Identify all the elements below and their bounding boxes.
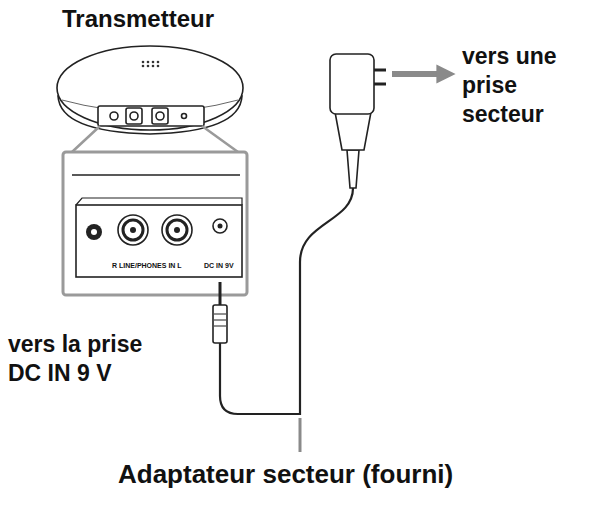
jack-label: R LINE/PHONES IN L: [112, 262, 182, 270]
dc-plug: [213, 282, 227, 343]
inset-panel: [63, 152, 247, 295]
part-label: Transmetteur: [62, 4, 214, 34]
zoom-line: [72, 126, 238, 152]
jack-label: DC IN 9V: [204, 262, 234, 270]
leader-line: [299, 418, 302, 452]
cable: [220, 188, 353, 414]
callout-label: vers la prise DC IN 9 V: [8, 330, 180, 388]
ac-adapter: [330, 54, 386, 188]
direction-arrow: [392, 71, 446, 77]
transmitter: [57, 46, 243, 134]
callout-label: vers une prise secteur: [462, 42, 580, 128]
part-label: Adaptateur secteur (fourni): [118, 458, 453, 491]
